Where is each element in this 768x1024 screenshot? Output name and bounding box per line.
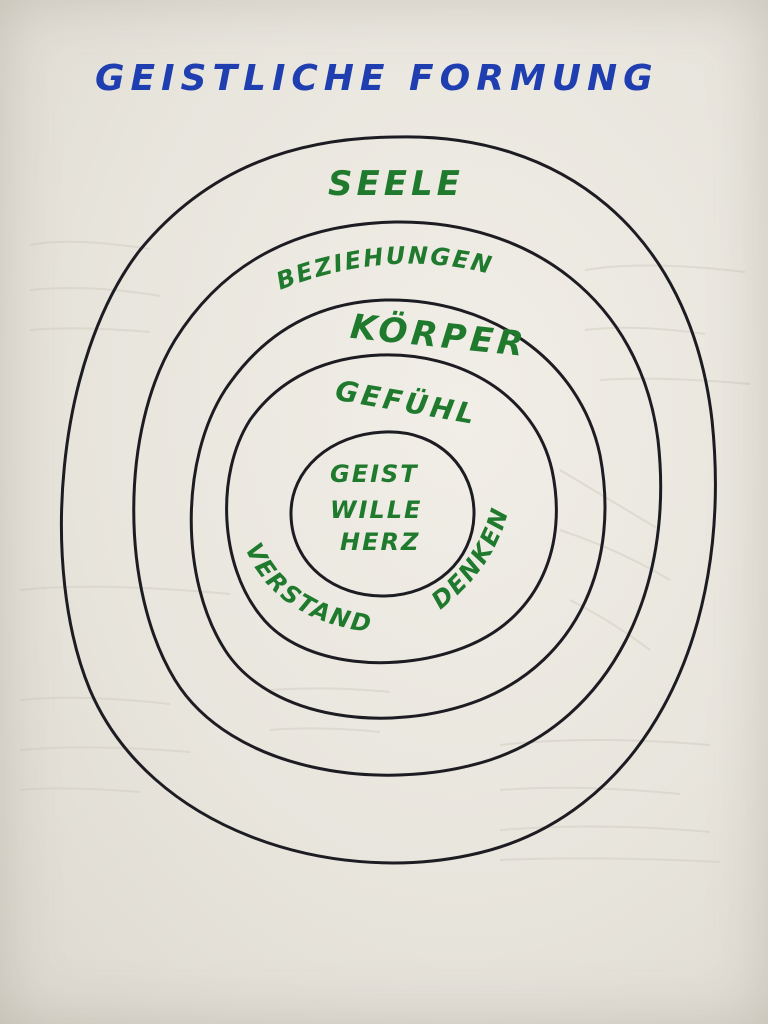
- label-beziehungen-text: BEZIEHUNGEN: [272, 242, 493, 296]
- label-beziehungen: BEZIEHUNGEN: [272, 242, 495, 296]
- label-denken-text: DENKEN: [426, 504, 512, 615]
- third-circle: [189, 298, 607, 720]
- label-denken: DENKEN: [426, 504, 514, 615]
- fourth-circle: [225, 353, 558, 665]
- label-herz: HERZ: [340, 528, 420, 556]
- label-gefuehl: GEFÜHL: [333, 373, 480, 431]
- label-wille: WILLE: [330, 496, 422, 524]
- label-geist: GEIST: [330, 460, 419, 488]
- faint-background-scribbles: [19, 240, 751, 863]
- label-seele: SEELE: [328, 164, 464, 204]
- inner-circle: [289, 430, 476, 598]
- second-circle: [132, 220, 663, 777]
- outer-circle: [59, 135, 717, 865]
- page-title: GEISTLICHE FORMUNG: [95, 58, 659, 99]
